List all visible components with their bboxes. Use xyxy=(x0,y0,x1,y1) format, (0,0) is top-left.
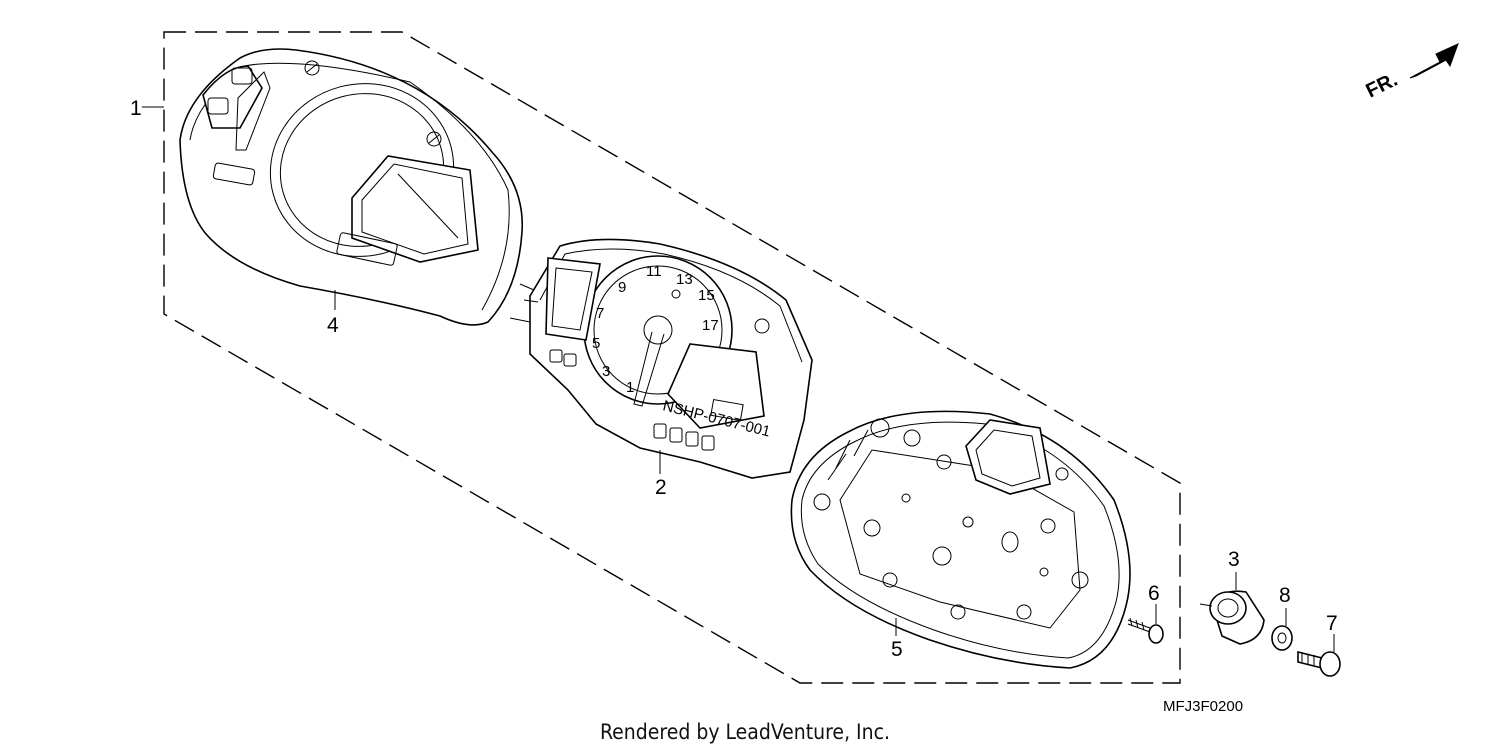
render-credit: Rendered by LeadVenture, Inc. xyxy=(600,720,890,744)
callout-1: 1 xyxy=(130,97,142,120)
callout-4: 4 xyxy=(327,314,339,337)
dial-number: 15 xyxy=(698,287,715,304)
callout-7: 7 xyxy=(1326,612,1338,635)
dial-number: 11 xyxy=(646,263,662,280)
callout-5: 5 xyxy=(891,638,903,661)
part-meter-assembly[interactable]: 1 3 5 7 9 11 13 15 17 NSHP-0707-001 xyxy=(509,238,813,479)
callout-8: 8 xyxy=(1279,584,1291,607)
part-washer[interactable] xyxy=(1271,608,1293,651)
assembly-boundary xyxy=(142,31,1181,684)
dial-number: 13 xyxy=(676,271,693,288)
part-collar-bolt[interactable] xyxy=(1297,634,1341,677)
callout-3: 3 xyxy=(1228,548,1240,571)
dial-number: 5 xyxy=(592,335,600,352)
dial-number: 3 xyxy=(602,363,610,380)
callout-6: 6 xyxy=(1148,582,1160,605)
front-direction-label: FR. xyxy=(1363,69,1402,103)
callout-2: 2 xyxy=(655,476,667,499)
front-direction-indicator: FR. xyxy=(1363,43,1459,103)
dial-number: 9 xyxy=(618,279,626,296)
front-arrow-icon xyxy=(1409,43,1459,79)
dial-number: 1 xyxy=(626,379,634,396)
dial-number: 17 xyxy=(702,317,719,334)
part-screw[interactable] xyxy=(1127,604,1164,644)
diagram-code: MFJ3F0200 xyxy=(1163,698,1243,715)
part-meter-cover[interactable] xyxy=(179,48,524,326)
dial-number: 7 xyxy=(596,305,604,322)
part-grommet[interactable] xyxy=(1199,572,1265,645)
part-meter-case[interactable] xyxy=(790,410,1131,669)
